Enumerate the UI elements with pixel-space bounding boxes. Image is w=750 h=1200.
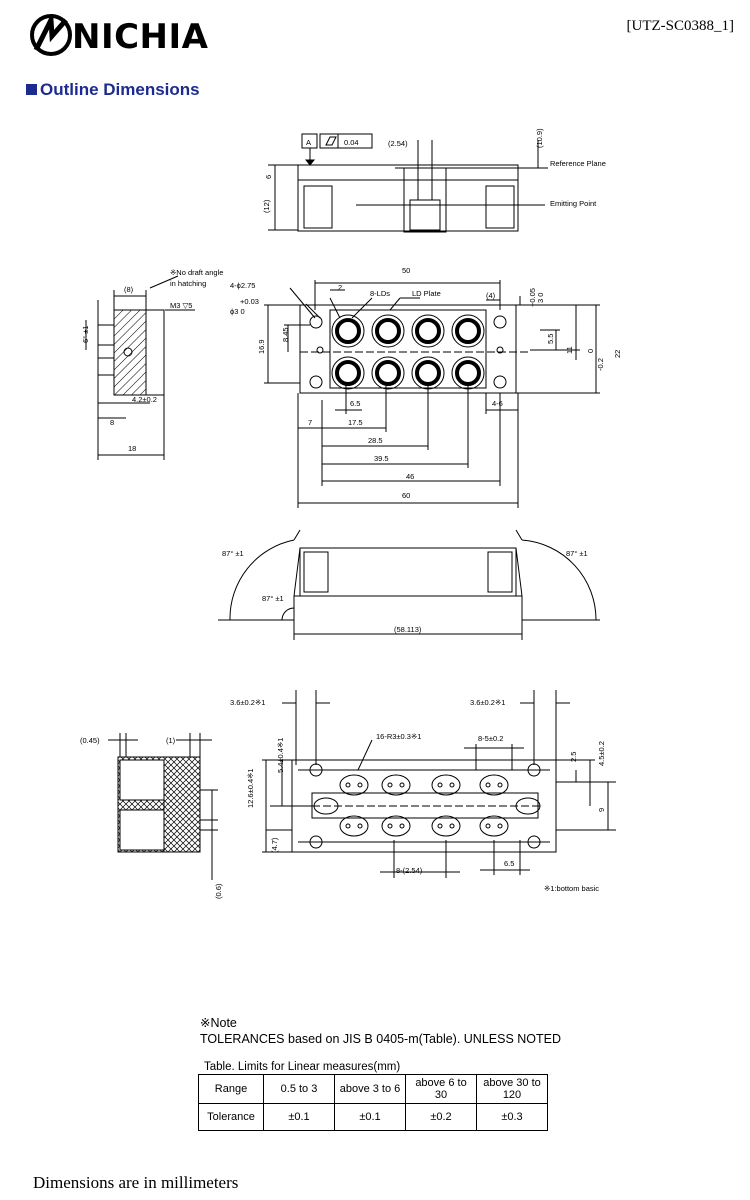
plan-dim-50: 50 [402, 266, 410, 275]
section-title: Outline Dimensions [26, 80, 200, 100]
section-title-text: Outline Dimensions [40, 80, 200, 99]
brand-name: NICHIA [72, 17, 209, 57]
plan-dim-6-5: 6.5 [350, 399, 360, 408]
bottom-dim-5-4: 5.4±0.4※1 [276, 738, 285, 773]
bottom-dim-6-5: 6.5 [504, 859, 514, 868]
bottom-dim-4-5: 4.5±0.2 [597, 741, 606, 766]
bottom-dim-8-5: 8-5±0.2 [478, 734, 503, 743]
plan-dim-46: 46 [406, 472, 414, 481]
bottom-dim-0-45: (0.45) [80, 736, 100, 745]
bottom-dim-4-7: (4.7) [270, 837, 279, 853]
section-bullet-icon [26, 84, 37, 95]
tolerance-cell: ±0.2 [405, 1103, 477, 1131]
bottom-r3-label: 16-R3±0.3※1 [376, 732, 421, 741]
tolerance-note: TOLERANCES based on JIS B 0405-m(Table).… [200, 1032, 562, 1046]
plan-dim-11: 11 [565, 346, 574, 354]
plan-dim-28-5: 28.5 [368, 436, 383, 445]
plan-dim-22-tol2: -0.2 [596, 358, 605, 371]
table-caption: Table. Limits for Linear measures(mm) [204, 1061, 401, 1073]
front-view [218, 529, 600, 640]
lds-label: 8-LDs [370, 289, 390, 298]
side-angle-dim: 6° ±1 [81, 325, 90, 343]
document-code: [UTZ-SC0388_1] [626, 18, 735, 34]
side-dim-8: (8) [124, 285, 134, 294]
plan-dim-4: (4) [486, 291, 496, 300]
top-gap-dim: (10.9) [535, 128, 544, 148]
plan-view [264, 280, 600, 508]
tolerance-header: Tolerance [198, 1103, 264, 1131]
outline-drawing: A 0.04 (2.54) (10.9) 6 (12) Reference Pl… [80, 128, 622, 899]
plan-dim-8-45: 8.45 [281, 327, 290, 342]
tolerance-table: Range 0.5 to 3 above 3 to 6 above 6 to 3… [198, 1074, 548, 1131]
bottom-pin-pitch: 8-(2.54) [396, 866, 423, 875]
plan-dim-3-0: 3 0 [536, 293, 545, 303]
range-cell: above 6 to 30 [405, 1074, 477, 1104]
tolerance-cell: ±0.1 [263, 1103, 335, 1131]
note-mark: ※Note [200, 1016, 237, 1030]
side-dim-4-2: 4.2±0.2 [132, 395, 157, 404]
bottom-dim-0-6: (0.6) [214, 883, 223, 899]
ld-plate-label: LD Plate [412, 289, 441, 298]
bottom-note: ※1:bottom basic [544, 884, 599, 893]
plan-dim-39-5: 39.5 [374, 454, 389, 463]
front-angle-inner: 87° ±1 [262, 594, 284, 603]
bottom-view [108, 690, 616, 880]
table-row: Range 0.5 to 3 above 3 to 6 above 6 to 3… [198, 1074, 548, 1104]
bottom-dim-2-5: 2.5 [569, 752, 578, 762]
bottom-dim-1: (1) [166, 736, 176, 745]
notes-block: ※Note TOLERANCES based on JIS B 0405-m(T… [200, 1015, 561, 1048]
flatness-value: 0.04 [344, 138, 359, 147]
reference-plane-label: Reference Plane [550, 159, 606, 168]
range-header: Range [198, 1074, 264, 1104]
datum-label: A [306, 138, 311, 147]
footer-text: Dimensions are in millimeters [33, 1173, 239, 1192]
top-total-height-dim: (12) [262, 199, 271, 213]
thread-label: M3 ▽5 [170, 301, 192, 310]
range-cell: 0.5 to 3 [263, 1074, 335, 1104]
no-draft-note-2: in hatching [170, 279, 206, 288]
nichia-logo-icon [30, 14, 72, 56]
bottom-dim-3-6-right: 3.6±0.2※1 [470, 698, 505, 707]
plan-dim-60: 60 [402, 491, 410, 500]
plan-dim-17-5: 17.5 [348, 418, 363, 427]
range-cell: above 30 to 120 [476, 1074, 548, 1104]
side-dim-18: 18 [128, 444, 136, 453]
plan-dim-22-tol: 0 [586, 349, 595, 353]
plan-dim-7: 7 [308, 418, 312, 427]
top-view [268, 133, 548, 233]
bottom-dim-9: 9 [597, 808, 606, 812]
plan-dim-5-5: 5.5 [546, 334, 555, 344]
front-width: (58.113) [394, 625, 422, 634]
bottom-dim-3-6-left: 3.6±0.2※1 [230, 698, 265, 707]
top-pin-pitch: (2.54) [388, 139, 408, 148]
plan-tol-top: +0.05 [528, 288, 537, 307]
emitting-point-label: Emitting Point [550, 199, 597, 208]
side-dim-8b: 8 [110, 418, 114, 427]
side-view [85, 275, 195, 460]
tolerance-cell: ±0.3 [476, 1103, 548, 1131]
plan-dim-16-9: 16.9 [257, 339, 266, 354]
hole-dia-label: 4-ϕ2.75 [230, 281, 255, 290]
pin-dia-label: ϕ3 0 [230, 307, 245, 316]
pin-dia-tol: +0.03 [240, 297, 259, 306]
top-height-dim: 6 [264, 175, 273, 179]
no-draft-note-1: ※No draft angle [170, 268, 223, 277]
plan-dim-4-6: 4-6 [492, 399, 503, 408]
table-row: Tolerance ±0.1 ±0.1 ±0.2 ±0.3 [198, 1103, 548, 1131]
range-cell: above 3 to 6 [334, 1074, 406, 1104]
front-angle-left: 87° ±1 [222, 549, 244, 558]
plan-dim-2: 2 [338, 283, 342, 292]
plan-dim-22: 22 [613, 350, 622, 358]
front-angle-right: 87° ±1 [566, 549, 588, 558]
tolerance-cell: ±0.1 [334, 1103, 406, 1131]
bottom-dim-12-6: 12.6±0.4※1 [246, 768, 255, 808]
